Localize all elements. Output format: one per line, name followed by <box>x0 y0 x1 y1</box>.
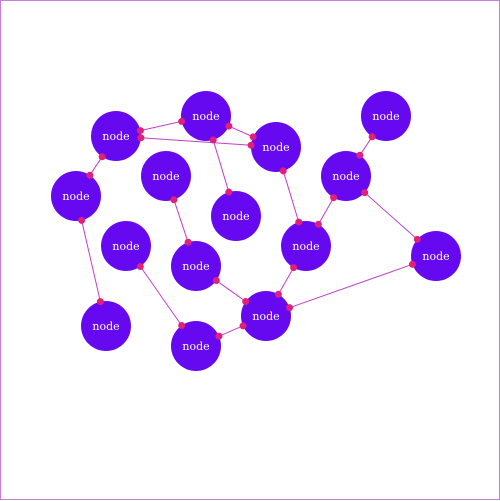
edge-port <box>286 304 294 312</box>
node-circle <box>141 151 191 201</box>
node-circle <box>211 191 261 241</box>
edge-port <box>86 171 94 179</box>
edge-port <box>247 141 255 149</box>
edge-port <box>78 216 86 224</box>
graph-node[interactable]: node <box>141 151 191 201</box>
edge-port <box>408 260 416 268</box>
ports-layer <box>78 117 421 340</box>
node-circle <box>321 151 371 201</box>
node-label: node <box>62 190 89 203</box>
edge-n15-n16 <box>289 263 413 309</box>
graph-node[interactable]: node <box>101 221 151 271</box>
node-label: node <box>192 110 219 123</box>
edge-n13-n2 <box>212 139 230 193</box>
node-label: node <box>372 110 399 123</box>
graph-node[interactable]: node <box>281 221 331 271</box>
edge-port <box>314 220 322 228</box>
graph-node[interactable]: node <box>321 151 371 201</box>
nodes-layer: node node node node node node node node node node… <box>51 91 461 371</box>
node-label: node <box>252 310 279 323</box>
node-circle <box>81 301 131 351</box>
node-circle <box>91 111 141 161</box>
graph-node[interactable]: node <box>411 231 461 281</box>
graph-node[interactable]: node <box>51 171 101 221</box>
node-label: node <box>152 170 179 183</box>
edge-n1-n2 <box>140 120 182 132</box>
edge-port <box>225 188 233 196</box>
node-label: node <box>222 210 249 223</box>
edge-port <box>274 290 282 298</box>
graph-node[interactable]: node <box>81 301 131 351</box>
edge-port <box>136 262 144 270</box>
node-circle <box>101 221 151 271</box>
edge-n7-n10 <box>317 197 335 225</box>
node-circle <box>51 171 101 221</box>
edge-n12-n15 <box>218 325 244 337</box>
edge-n4-n5 <box>81 220 101 302</box>
edge-n2-n3 <box>228 125 254 138</box>
edge-n3-n10 <box>282 170 300 223</box>
node-circle <box>411 231 461 281</box>
edge-port <box>368 133 376 141</box>
node-circle <box>281 221 331 271</box>
graph-node[interactable]: node <box>91 111 141 161</box>
edge-port <box>178 322 186 330</box>
node-circle <box>181 91 231 141</box>
node-label: node <box>332 170 359 183</box>
edges-layer <box>81 120 418 337</box>
edge-port <box>249 133 257 141</box>
edge-port <box>209 136 217 144</box>
graph-node[interactable]: node <box>361 91 411 141</box>
edge-n9-n15 <box>216 280 246 302</box>
graph-node[interactable]: node <box>211 191 261 241</box>
edge-n11-n12 <box>139 266 183 326</box>
edge-port <box>413 235 421 243</box>
node-circle <box>251 122 301 172</box>
edge-port <box>215 332 223 340</box>
node-label: node <box>102 130 129 143</box>
edge-port <box>137 134 145 142</box>
edge-n8-n9 <box>173 199 189 243</box>
edge-port <box>98 153 106 161</box>
node-label: node <box>182 340 209 353</box>
graph-node[interactable]: node <box>171 241 221 291</box>
edge-port <box>184 238 192 246</box>
node-label: node <box>112 240 139 253</box>
edge-port <box>361 189 369 197</box>
edge-port <box>178 117 186 125</box>
graph-node[interactable]: node <box>181 91 231 141</box>
edge-port <box>290 264 298 272</box>
graph-node[interactable]: node <box>251 122 301 172</box>
edge-port <box>212 277 220 285</box>
node-label: node <box>422 250 449 263</box>
edge-port <box>330 194 338 202</box>
edge-port <box>225 122 233 130</box>
node-circle <box>361 91 411 141</box>
node-label: node <box>182 260 209 273</box>
edge-port <box>295 218 303 226</box>
node-label: node <box>92 320 119 333</box>
edge-n1-n4 <box>89 156 103 176</box>
edge-port <box>356 151 364 159</box>
edge-port <box>170 196 178 204</box>
graph-node[interactable]: node <box>171 321 221 371</box>
node-circle <box>171 321 221 371</box>
edge-port <box>239 322 247 330</box>
edge-port <box>96 298 104 306</box>
edge-n6-n7 <box>359 136 373 156</box>
edge-n7-n16 <box>364 192 418 240</box>
edge-n10-n15 <box>277 267 295 295</box>
edge-port <box>242 297 250 305</box>
node-circle <box>241 291 291 341</box>
edge-port <box>279 167 287 175</box>
node-label: node <box>292 240 319 253</box>
node-circle <box>171 241 221 291</box>
node-label: node <box>262 141 289 154</box>
edge-port <box>136 127 144 135</box>
graph-node[interactable]: node <box>241 291 291 341</box>
edge-n1-n3 <box>140 137 252 146</box>
